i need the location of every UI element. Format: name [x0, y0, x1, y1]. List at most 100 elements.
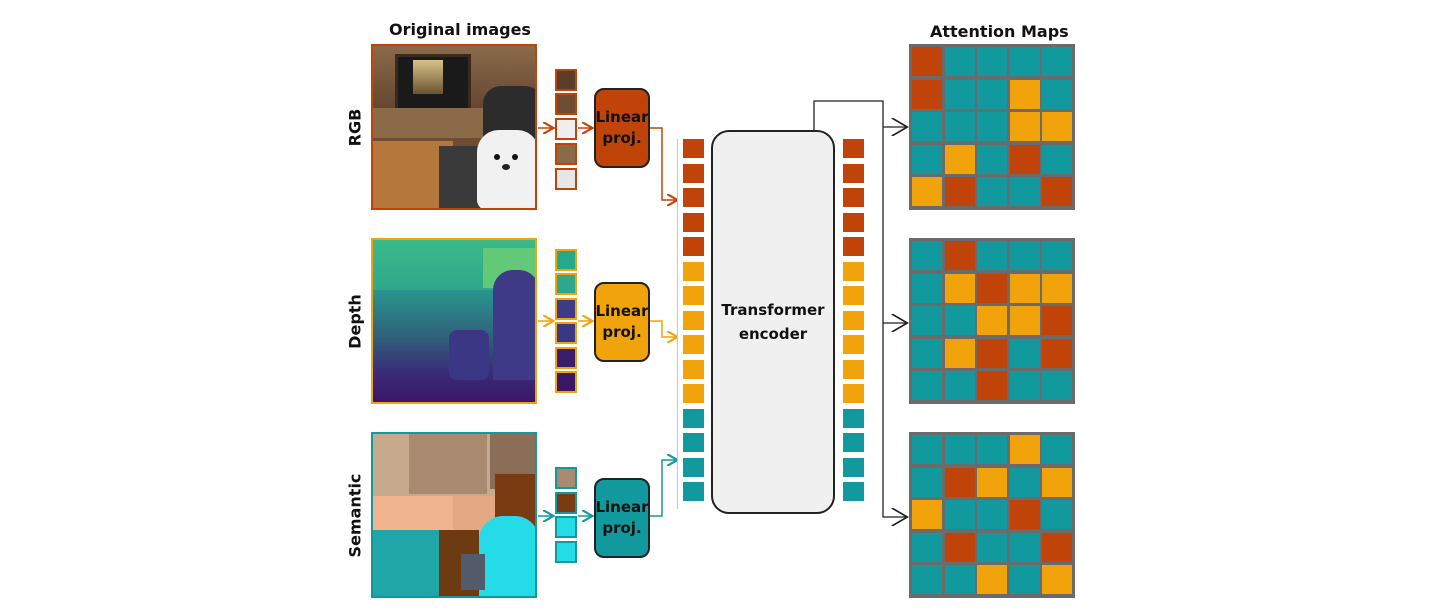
- rgb-patch: [555, 118, 577, 140]
- attention-map-1: [909, 44, 1075, 210]
- token: [843, 261, 864, 281]
- token: [683, 359, 704, 379]
- attention-cell: [977, 47, 1007, 76]
- attention-cell: [1009, 500, 1040, 529]
- attention-cell: [944, 532, 975, 562]
- token: [683, 482, 704, 501]
- depth-linear-proj: Linear proj.: [594, 282, 650, 362]
- attention-cell: [944, 241, 975, 270]
- attention-cell: [1042, 241, 1072, 270]
- token: [683, 261, 704, 281]
- token: [683, 237, 704, 256]
- attention-cell: [912, 532, 942, 562]
- attention-cell: [977, 565, 1007, 594]
- attention-cell: [1042, 435, 1072, 464]
- depth-patch: [555, 273, 577, 295]
- rgb-patch: [555, 168, 577, 190]
- attention-cell: [1042, 47, 1072, 76]
- attention-cell: [977, 338, 1007, 368]
- semantic-patch: [555, 541, 577, 563]
- attention-cell: [912, 338, 942, 368]
- token: [843, 457, 864, 477]
- attention-cell: [912, 112, 942, 141]
- attention-maps-title: Attention Maps: [930, 22, 1069, 41]
- semantic-linear-proj-label: Linear proj.: [595, 498, 649, 537]
- attention-cell: [1009, 532, 1040, 562]
- rgb-linear-proj: Linear proj.: [594, 88, 650, 168]
- attention-cell: [944, 79, 975, 109]
- attention-map-3: [909, 432, 1075, 598]
- rgb-patch: [555, 143, 577, 165]
- depth-image: [371, 238, 537, 404]
- attention-cell: [977, 467, 1007, 497]
- attention-cell: [1042, 532, 1072, 562]
- token: [683, 139, 704, 158]
- depth-patch: [555, 249, 577, 271]
- attention-cell: [912, 467, 942, 497]
- attention-cell: [1042, 144, 1072, 174]
- attention-cell: [1009, 241, 1040, 270]
- rgb-proj-arrow: [650, 127, 676, 200]
- attention-cell: [912, 273, 942, 303]
- token: [843, 335, 864, 354]
- attention-cell: [944, 306, 975, 335]
- semantic-image: [371, 432, 537, 598]
- attention-cell: [1009, 112, 1040, 141]
- depth-patch: [555, 298, 577, 320]
- attention-cell: [977, 79, 1007, 109]
- attention-cell: [1009, 467, 1040, 497]
- attention-cell: [1042, 565, 1072, 594]
- attention-map-2: [909, 238, 1075, 404]
- attention-cell: [944, 144, 975, 174]
- depth-patch: [555, 347, 577, 369]
- attention-cell: [1009, 177, 1040, 206]
- attention-cell: [977, 241, 1007, 270]
- depth-linear-proj-label: Linear proj.: [595, 302, 649, 341]
- token-separator: [677, 139, 680, 509]
- original-images-title: Original images: [389, 20, 531, 39]
- encoder-output-arrow: [813, 100, 906, 517]
- token: [683, 384, 704, 403]
- attention-cell: [1042, 306, 1072, 335]
- token: [683, 188, 704, 207]
- attention-cell: [977, 273, 1007, 303]
- attention-cell: [912, 177, 942, 206]
- attention-cell: [1009, 371, 1040, 400]
- attention-cell: [1042, 79, 1072, 109]
- attention-cell: [1009, 338, 1040, 368]
- rgb-patch: [555, 69, 577, 91]
- attention-cell: [912, 47, 942, 76]
- token: [683, 457, 704, 477]
- attention-cell: [977, 306, 1007, 335]
- attention-cell: [912, 435, 942, 464]
- attention-cell: [1009, 79, 1040, 109]
- attention-cell: [944, 338, 975, 368]
- token: [843, 384, 864, 403]
- attention-cell: [1042, 273, 1072, 303]
- attention-cell: [977, 532, 1007, 562]
- attention-cell: [944, 177, 975, 206]
- attention-cell: [1009, 435, 1040, 464]
- attention-cell: [1042, 500, 1072, 529]
- attention-cell: [944, 435, 975, 464]
- semantic-patch: [555, 492, 577, 514]
- attention-cell: [944, 112, 975, 141]
- attention-cell: [977, 435, 1007, 464]
- attention-cell: [912, 500, 942, 529]
- attention-cell: [1009, 565, 1040, 594]
- attention-cell: [912, 371, 942, 400]
- token: [683, 286, 704, 305]
- depth-patch: [555, 371, 577, 393]
- attention-cell: [1009, 306, 1040, 335]
- semantic-patch: [555, 467, 577, 489]
- attention-cell: [912, 144, 942, 174]
- token: [683, 212, 704, 232]
- attention-cell: [1009, 47, 1040, 76]
- transformer-encoder-label: Transformer encoder: [721, 301, 825, 343]
- semantic-patch: [555, 516, 577, 538]
- attention-cell: [1042, 112, 1072, 141]
- token: [843, 286, 864, 305]
- token: [843, 139, 864, 158]
- token: [843, 212, 864, 232]
